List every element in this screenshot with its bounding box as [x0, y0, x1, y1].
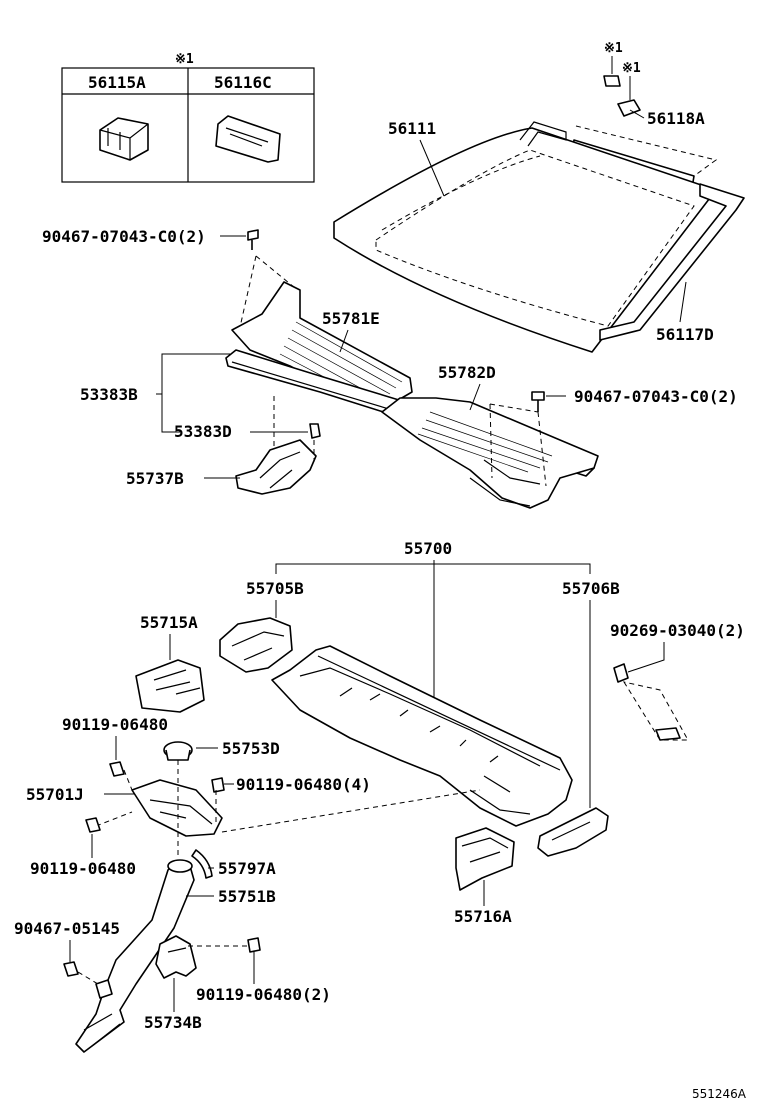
clip-icon	[63, 961, 79, 977]
label-90119-06480-d: 90119-06480(2)	[196, 985, 331, 1004]
clip-90269-icon	[613, 663, 629, 683]
label-90119-06480-c: 90119-06480	[30, 859, 136, 878]
clip-90269-part	[655, 727, 681, 741]
legend-col-56115A: 56115A	[88, 73, 146, 92]
bracket-55715A	[135, 659, 205, 713]
label-55701J: 55701J	[26, 785, 84, 804]
label-55715A: 55715A	[140, 613, 198, 632]
label-55753D: 55753D	[222, 739, 280, 758]
label-55700: 55700	[404, 539, 452, 558]
label-55781E: 55781E	[322, 309, 380, 328]
label-90119-06480-b: 90119-06480(4)	[236, 775, 371, 794]
cowl-end-bracket-right	[537, 807, 609, 857]
label-90467-07043-a: 90467-07043-C0(2)	[42, 227, 206, 246]
label-55706B: 55706B	[562, 579, 620, 598]
bolt-icon	[211, 777, 225, 793]
bracket-55701J	[131, 779, 223, 837]
windshield-group: ※1 ※1 56118A 56111 56117D	[333, 41, 745, 353]
cowl-panel-group: 55700 55705B 55706B	[219, 539, 620, 857]
diagram-id: 551246A	[692, 1087, 747, 1101]
bracket-55737B	[235, 439, 317, 495]
cowl-louver-group: 90467-07043-C0(2) 55781E 53383B 53383D 5…	[42, 227, 738, 509]
label-53383B: 53383B	[80, 385, 138, 404]
windshield-glass	[333, 127, 717, 353]
clip-icon	[531, 391, 545, 412]
label-56118A: 56118A	[647, 109, 705, 128]
cowl-louver-right	[381, 397, 599, 509]
legend-note-mark: ※1	[175, 52, 194, 67]
clip-icon	[247, 229, 259, 250]
bracket-55734B	[155, 935, 197, 979]
label-53383D: 53383D	[174, 422, 232, 441]
cowl-end-bracket-left	[219, 617, 293, 673]
bolt-icon	[247, 937, 261, 953]
bolt-icon	[109, 761, 125, 777]
label-55734B: 55734B	[144, 1013, 202, 1032]
label-90269-03040: 90269-03040(2)	[610, 621, 745, 640]
note-mark-b: ※1	[622, 61, 641, 76]
clip-56116C-drawing	[215, 115, 281, 163]
label-55797A: 55797A	[218, 859, 276, 878]
legend-col-56116C: 56116C	[214, 73, 272, 92]
clip-56115A-drawing	[99, 117, 149, 161]
label-90467-05145: 90467-05145	[14, 919, 120, 938]
label-90119-06480-a: 90119-06480	[62, 715, 168, 734]
label-90467-07043-b: 90467-07043-C0(2)	[574, 387, 738, 406]
label-55751B: 55751B	[218, 887, 276, 906]
legend-box: ※1 56115A 56116C	[61, 52, 315, 183]
label-55716A: 55716A	[454, 907, 512, 926]
label-55737B: 55737B	[126, 469, 184, 488]
bolt-icon	[85, 817, 101, 833]
label-56111: 56111	[388, 119, 436, 138]
label-56117D: 56117D	[656, 325, 714, 344]
bracket-55716A	[455, 827, 515, 891]
label-55782D: 55782D	[438, 363, 496, 382]
seal-clip-icon	[309, 423, 321, 439]
clip-90269-group: 90269-03040(2)	[610, 621, 745, 741]
lower-left-group: 55715A 90119-06480 55753D 90119-06480(4)…	[14, 613, 515, 1053]
windshield-side-molding	[599, 183, 745, 341]
label-55705B: 55705B	[246, 579, 304, 598]
seal-55797A	[191, 849, 213, 879]
windshield-side-molding-top	[519, 121, 567, 147]
note-mark-a: ※1	[604, 41, 623, 56]
molding-clip-icon	[603, 75, 621, 87]
